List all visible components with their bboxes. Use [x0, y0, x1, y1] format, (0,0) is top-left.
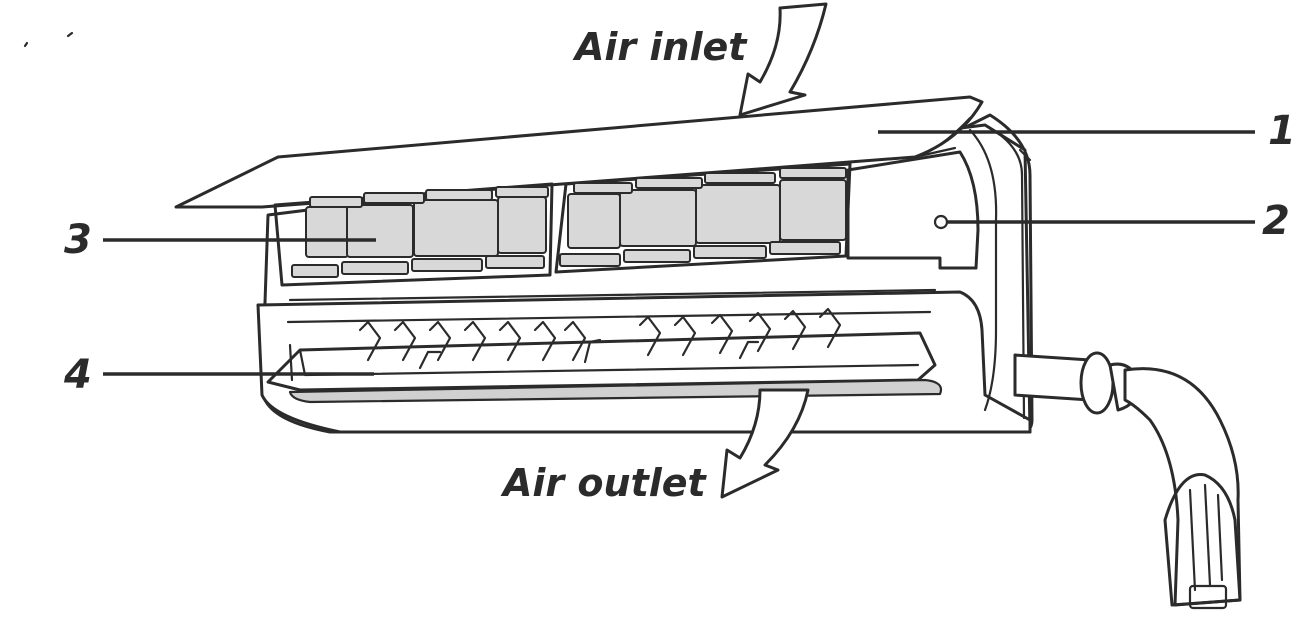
air-inlet-arrow [738, 2, 828, 117]
air-filter-right [554, 162, 852, 274]
callout-2: 2 [1262, 198, 1290, 244]
display-panel [846, 150, 980, 270]
air-outlet-label: Air outlet [500, 461, 708, 505]
refrigerant-pipe [1013, 351, 1242, 610]
callout-3: 3 [64, 217, 92, 263]
callout-4: 4 [63, 352, 92, 398]
air-filter-left [273, 182, 554, 287]
air-inlet-label: Air inlet [572, 25, 748, 69]
air-outlet-arrow [720, 388, 810, 499]
callout-1: 1 [1268, 108, 1296, 154]
sensor-indicator [933, 214, 949, 230]
stray-marks [23, 31, 74, 48]
